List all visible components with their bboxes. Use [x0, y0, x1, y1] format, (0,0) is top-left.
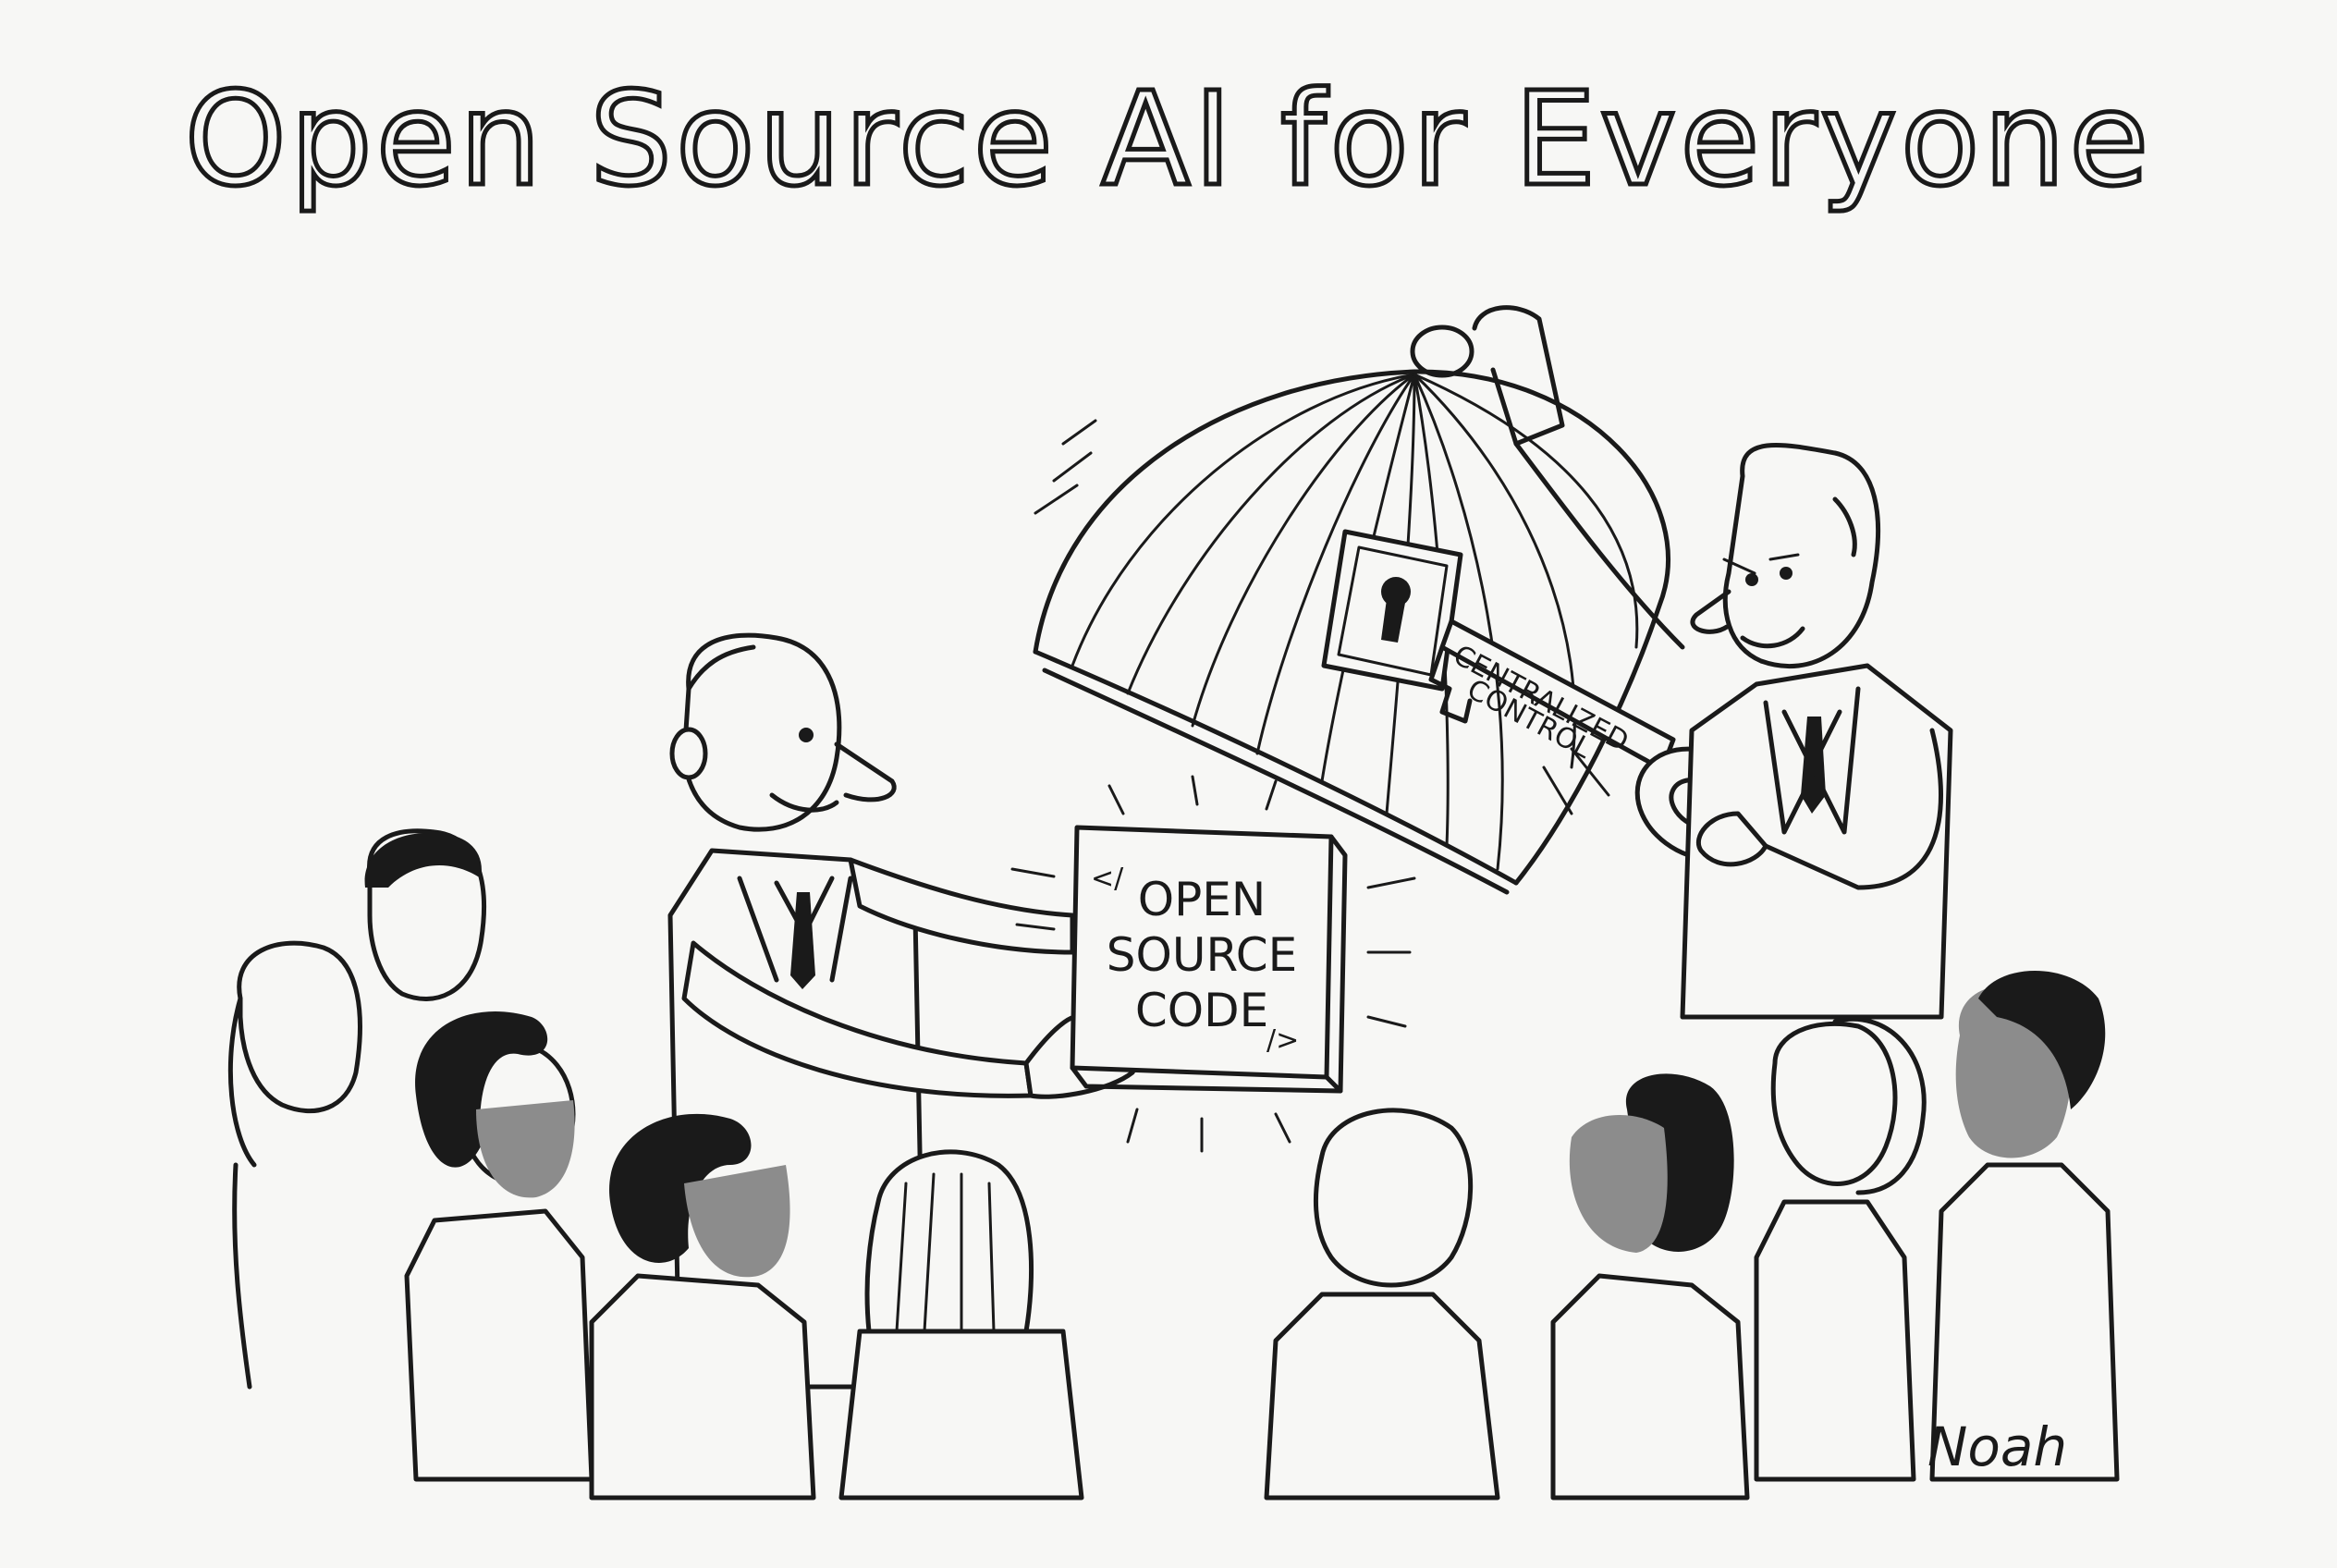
code-tag-open: </ — [1091, 863, 1124, 895]
cartoon-title: Open Source AI for Everyone — [182, 63, 2153, 218]
code-tag-close: /> — [1266, 1024, 1299, 1057]
open-source-code-box: </ OPEN SOURCE CODE /> — [1010, 775, 1416, 1153]
crowd-right — [1264, 971, 2120, 1501]
lock-icon — [1321, 529, 1463, 692]
crowd-left — [227, 828, 1084, 1501]
box-label-line3: CODE — [1135, 984, 1268, 1037]
box-label-line2: SOURCE — [1107, 928, 1297, 982]
artist-signature: Noah — [1927, 1415, 2067, 1478]
box-label-line1: OPEN — [1138, 873, 1266, 926]
suited-man-holding-cage — [1472, 305, 1953, 1020]
